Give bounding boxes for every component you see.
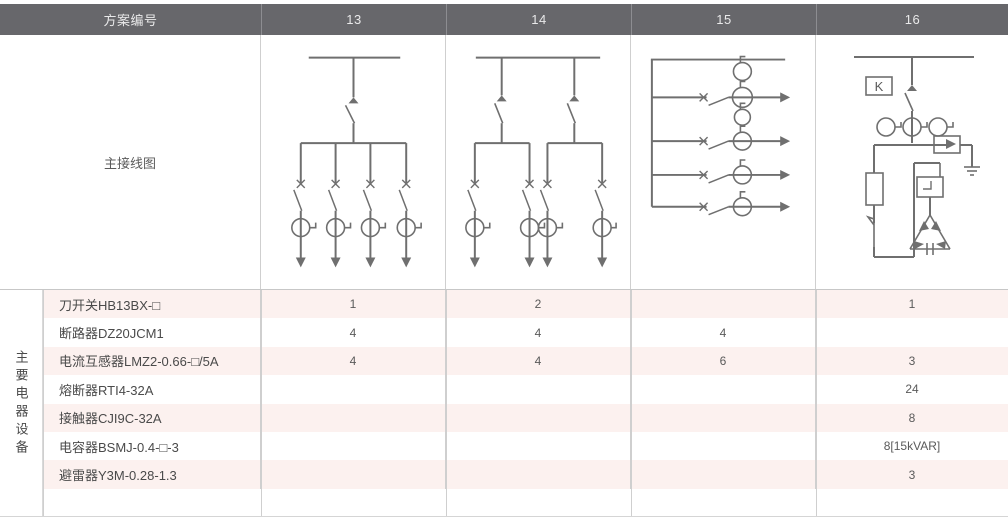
table-row: 接触器CJI9C-32A 8 xyxy=(0,403,1008,432)
equipment-name: 电流互感器LMZ2-0.66-□/5A xyxy=(43,346,261,376)
table-row: 电容器BSMJ-0.4-□-3 8[15kVAR] xyxy=(0,431,1008,461)
value-scheme-14: 4 xyxy=(446,346,631,376)
column-rule-13 xyxy=(446,290,447,517)
equipment-name: 断路器DZ20JCM1 xyxy=(43,318,261,347)
column-rule-name xyxy=(261,290,262,517)
table-row: 刀开关HB13BX-□ 1 2 1 xyxy=(0,290,1008,319)
diagram-cell-14 xyxy=(446,35,631,290)
value-scheme-15 xyxy=(631,403,816,432)
column-rule-group xyxy=(43,290,44,517)
diagram-cell-15 xyxy=(631,35,816,290)
value-scheme-14 xyxy=(446,375,631,404)
header-column-13: 13 xyxy=(261,4,446,35)
equipment-name: 接触器CJI9C-32A xyxy=(43,403,261,432)
column-rule-15 xyxy=(816,290,817,517)
value-scheme-16 xyxy=(816,318,1008,346)
equipment-name: 电容器BSMJ-0.4-□-3 xyxy=(43,431,261,461)
equipment-name: 避雷器Y3M-0.28-1.3 xyxy=(43,460,261,490)
wiring-diagram-13 xyxy=(291,56,422,268)
equipment-rows: 主要电器设备 刀开关HB13BX-□ 1 2 1 断路器DZ20JCM1 4 4… xyxy=(0,290,1008,517)
main-wiring-diagram-label: 主接线图 xyxy=(0,35,261,290)
value-scheme-15 xyxy=(631,375,816,404)
equipment-group-label-cell: 主要电器设备 xyxy=(0,290,43,517)
diagram-cell-16: K xyxy=(816,35,1008,290)
equipment-name: 刀开关HB13BX-□ xyxy=(43,290,261,319)
value-scheme-14: 4 xyxy=(446,318,631,347)
value-scheme-16: 8 xyxy=(908,410,916,425)
value-scheme-16: 3 xyxy=(908,467,916,482)
value-scheme-16: 1 xyxy=(908,297,916,312)
value-scheme-14: 2 xyxy=(446,290,631,319)
table-row: 避雷器Y3M-0.28-1.3 3 xyxy=(0,460,1008,490)
value-scheme-16: 8[15kVAR] xyxy=(883,439,941,454)
column-rule-14 xyxy=(631,290,632,517)
table-header-row: 方案编号 13 14 15 16 xyxy=(0,4,1008,35)
value-scheme-13: 4 xyxy=(261,346,446,376)
value-scheme-14 xyxy=(446,431,631,461)
equipment-name: 熔断器RTI4-32A xyxy=(43,375,261,404)
header-column-16: 16 xyxy=(816,4,1008,35)
header-column-15: 15 xyxy=(631,4,816,35)
diagram-band-bottom-rule xyxy=(0,289,1008,290)
value-scheme-15 xyxy=(631,290,816,319)
value-scheme-15 xyxy=(631,431,816,461)
table-row: 断路器DZ20JCM1 4 4 4 xyxy=(0,318,1008,347)
value-scheme-13 xyxy=(261,431,446,461)
wiring-diagram-14 xyxy=(465,56,617,268)
header-column-14: 14 xyxy=(446,4,631,35)
wiring-diagram-15 xyxy=(650,55,791,217)
table-row: 熔断器RTI4-32A 24 xyxy=(0,375,1008,404)
value-scheme-16: 24 xyxy=(905,382,919,397)
header-scheme-number-label: 方案编号 xyxy=(103,13,158,28)
equipment-group-label: 主要电器设备 xyxy=(13,349,29,458)
value-scheme-13: 1 xyxy=(261,290,446,319)
value-scheme-15: 6 xyxy=(631,346,816,376)
value-scheme-14 xyxy=(446,403,631,432)
value-scheme-13: 4 xyxy=(261,318,446,347)
value-scheme-15 xyxy=(631,460,816,490)
value-scheme-16: 3 xyxy=(908,353,916,368)
value-scheme-13 xyxy=(261,403,446,432)
k-box-label: K xyxy=(875,79,884,94)
main-wiring-diagram-row: 主接线图 xyxy=(0,35,1008,290)
value-scheme-14 xyxy=(446,460,631,490)
table-row: 电流互感器LMZ2-0.66-□/5A 4 4 6 3 xyxy=(0,346,1008,376)
diagram-cell-13 xyxy=(261,35,446,290)
value-scheme-13 xyxy=(261,375,446,404)
wiring-diagram-16: K xyxy=(854,56,980,258)
value-scheme-15: 4 xyxy=(631,318,816,347)
value-scheme-13 xyxy=(261,460,446,490)
